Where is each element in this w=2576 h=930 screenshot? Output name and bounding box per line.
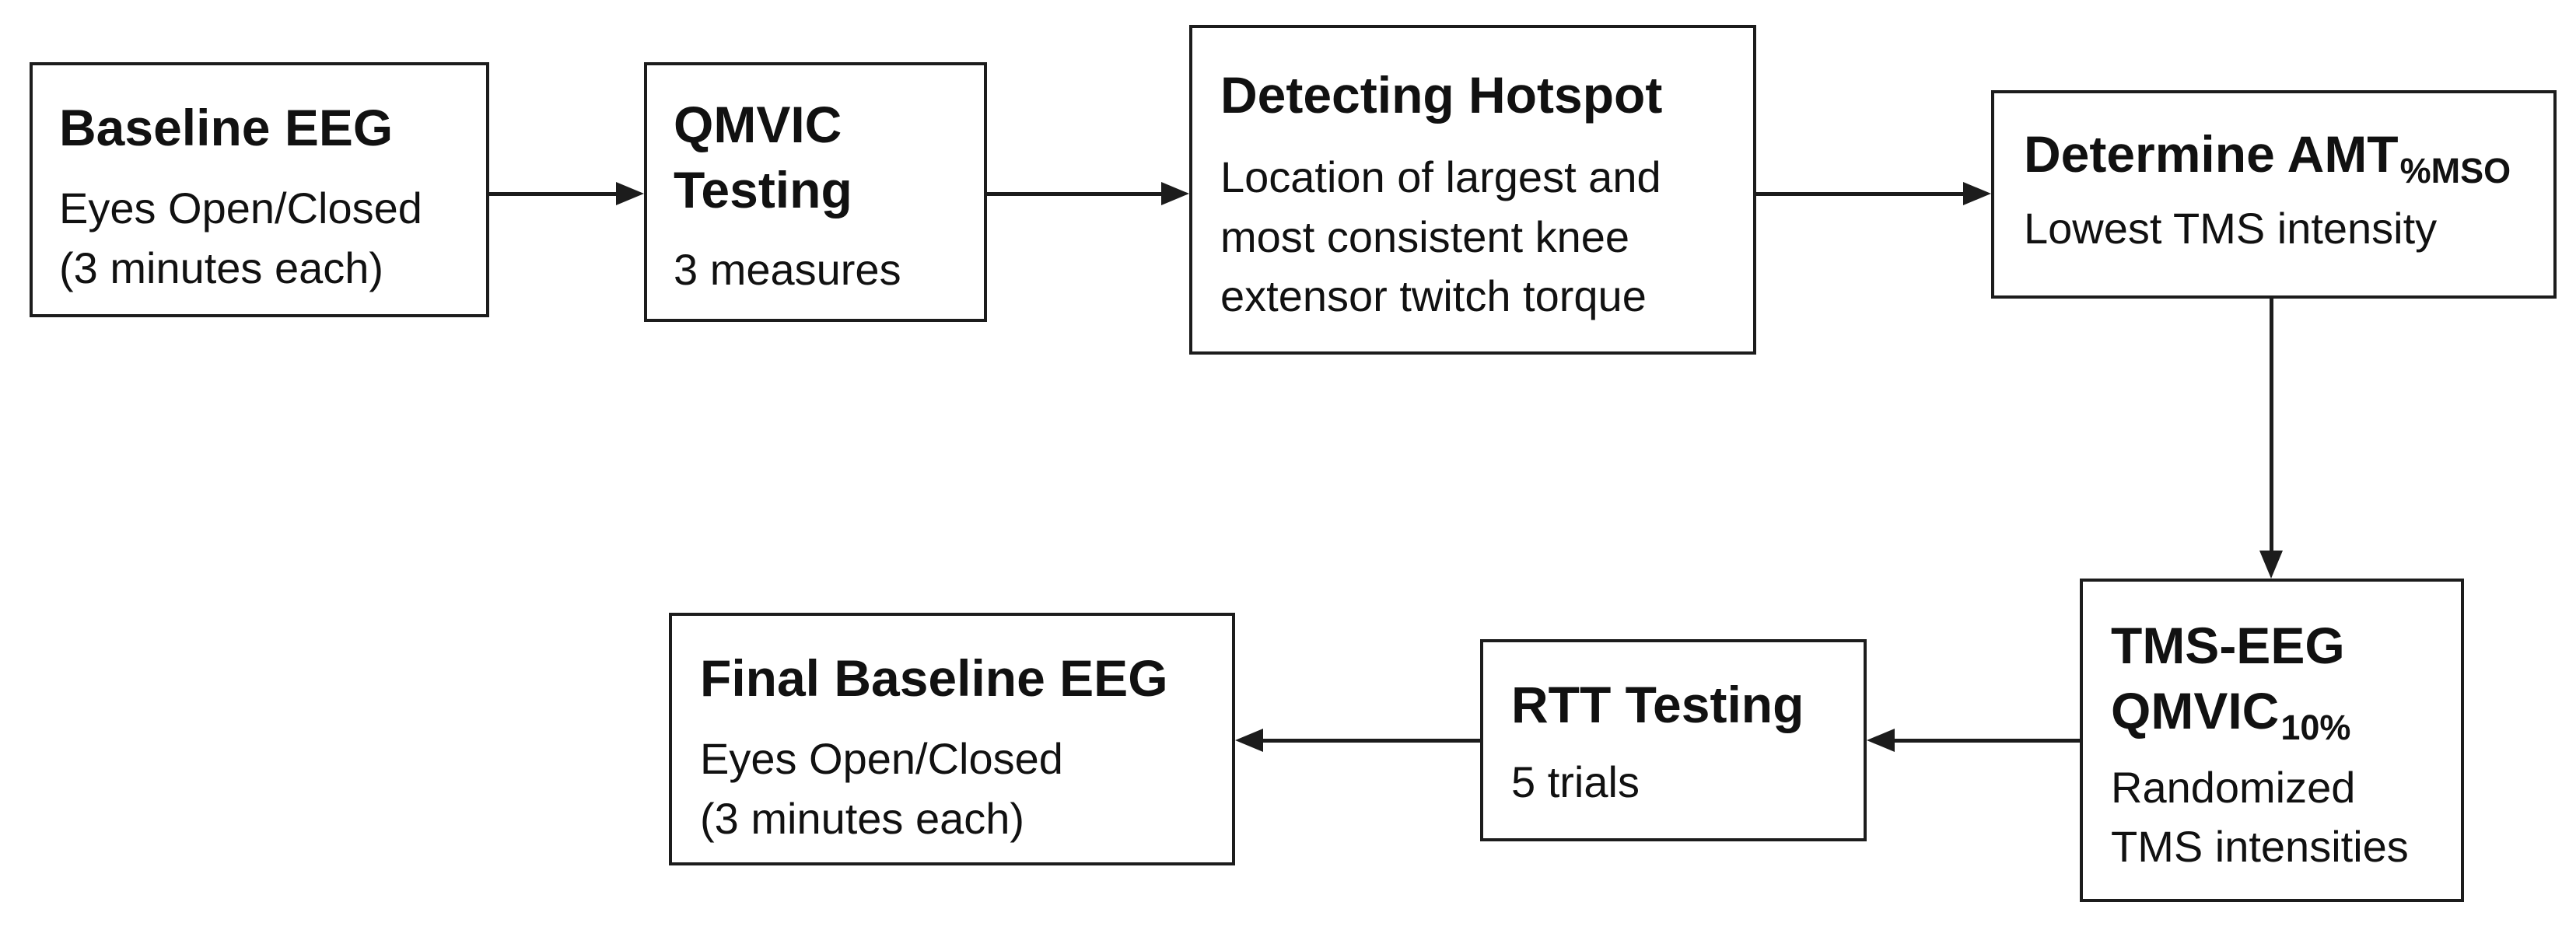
node-title: TMS-EEG QMVIC10% <box>2111 613 2350 747</box>
node-title-line: QMVIC10% <box>2111 678 2350 747</box>
flow-node-rtt-testing: RTT Testing 5 trials <box>1480 639 1867 841</box>
node-body: Lowest TMS intensity <box>2024 199 2437 258</box>
node-body-line: Location of largest and <box>1220 152 1661 202</box>
node-title-subscript: %MSO <box>2399 150 2511 191</box>
node-body-line: Eyes Open/Closed <box>59 184 422 233</box>
arrow-line <box>1262 739 1480 743</box>
node-title-subscript: 10% <box>2280 707 2351 747</box>
node-body-line: Lowest TMS intensity <box>2024 204 2438 253</box>
node-body-line: (3 minutes each) <box>59 243 384 292</box>
node-title: Baseline EEG <box>59 95 393 160</box>
node-body: Eyes Open/Closed (3 minutes each) <box>59 179 422 297</box>
node-title-text: Final Baseline EEG <box>700 649 1168 707</box>
node-body-line: most consistent knee <box>1220 212 1630 261</box>
node-title-line: Testing <box>674 161 852 219</box>
arrow-line <box>489 192 618 196</box>
node-title-text: Baseline EEG <box>59 99 394 156</box>
arrow-line <box>2270 299 2273 552</box>
arrow-line <box>1756 192 1965 196</box>
node-body: Eyes Open/Closed (3 minutes each) <box>700 729 1063 848</box>
node-body: Location of largest and most consistent … <box>1220 148 1661 325</box>
node-body-line: (3 minutes each) <box>700 793 1025 843</box>
flow-node-qmvic-testing: QMVIC Testing 3 measures <box>644 62 987 322</box>
node-body-line: TMS intensities <box>2111 822 2409 872</box>
flow-node-determine-amt: Determine AMT%MSO Lowest TMS intensity <box>1991 90 2557 299</box>
node-title-text: QMVIC <box>2111 682 2280 740</box>
arrow-line <box>987 192 1164 196</box>
flow-node-baseline-eeg: Baseline EEG Eyes Open/Closed (3 minutes… <box>30 62 489 317</box>
node-title: Detecting Hotspot <box>1220 62 1662 128</box>
arrow-head-down-icon <box>2259 551 2283 579</box>
node-body-line: 5 trials <box>1511 757 1640 807</box>
arrow-head-right-icon <box>1963 182 1991 205</box>
node-body: 3 measures <box>674 240 901 299</box>
arrow-head-left-icon <box>1235 729 1263 752</box>
node-body-line: extensor twitch torque <box>1220 271 1647 320</box>
arrow-head-right-icon <box>616 182 644 205</box>
node-body-line: Randomized <box>2111 762 2356 812</box>
node-body: Randomized TMS intensities <box>2111 758 2409 876</box>
node-title: QMVIC Testing <box>674 92 852 223</box>
node-body-line: Eyes Open/Closed <box>700 734 1063 784</box>
arrow-line <box>1893 739 2080 743</box>
node-title: RTT Testing <box>1511 672 1804 737</box>
node-title: Determine AMT%MSO <box>2024 121 2511 191</box>
flow-node-final-baseline-eeg: Final Baseline EEG Eyes Open/Closed (3 m… <box>669 613 1235 865</box>
node-title-line: QMVIC <box>674 96 842 153</box>
flow-node-tms-eeg-qmvic: TMS-EEG QMVIC10% Randomized TMS intensit… <box>2080 579 2464 902</box>
node-body-line: 3 measures <box>674 244 901 294</box>
node-body: 5 trials <box>1511 753 1640 812</box>
arrow-head-right-icon <box>1161 182 1189 205</box>
node-title-text: RTT Testing <box>1511 676 1804 733</box>
node-title-text: Determine AMT <box>2024 125 2399 183</box>
node-title: Final Baseline EEG <box>700 645 1168 711</box>
arrow-head-left-icon <box>1867 729 1895 752</box>
flow-node-detecting-hotspot: Detecting Hotspot Location of largest an… <box>1189 25 1756 355</box>
node-title-line: TMS-EEG <box>2111 617 2345 674</box>
node-title-text: Detecting Hotspot <box>1220 66 1663 124</box>
